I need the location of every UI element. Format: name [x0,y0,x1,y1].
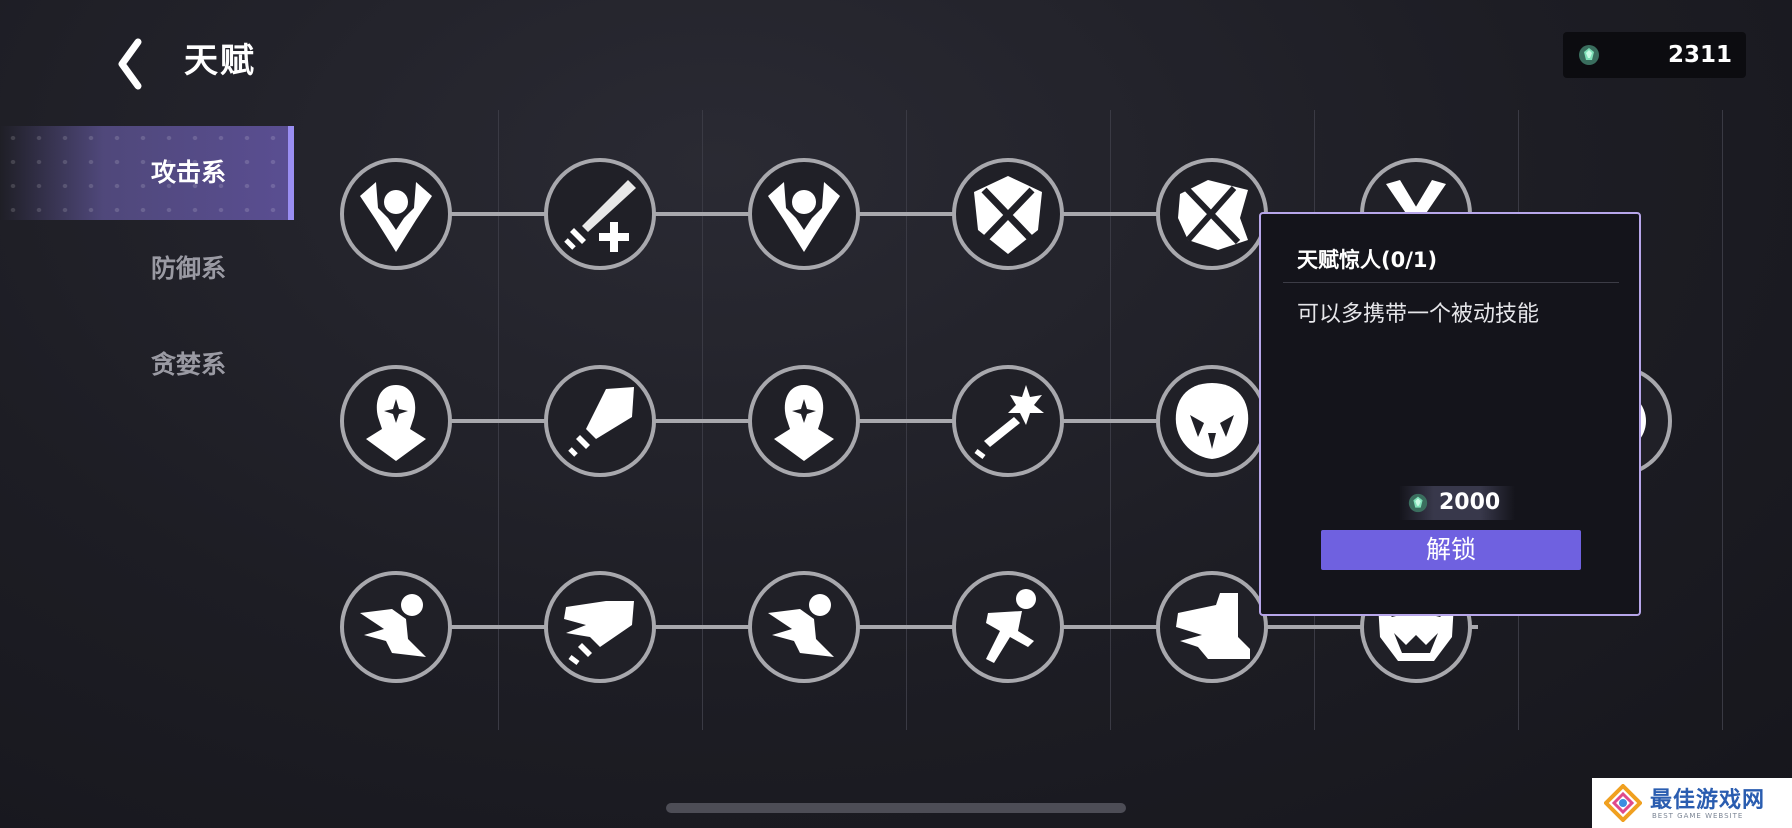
talent-node[interactable] [952,365,1064,477]
home-indicator[interactable] [666,803,1126,813]
tab-greed[interactable]: 贪婪系 [0,318,294,412]
hooded-star-icon [366,385,426,461]
sword-burst-icon [568,387,634,457]
speed-boot-icon [1176,593,1250,659]
green-gem-icon [1579,45,1599,65]
sword-plus-icon [564,180,636,252]
talent-node[interactable] [1156,158,1268,270]
column-divider [1722,110,1723,730]
tooltip-title: 天赋惊人(0/1) [1297,248,1438,272]
currency-display: 2311 [1563,32,1746,78]
watermark-text: 最佳游戏网 [1650,788,1766,813]
unlock-button[interactable]: 解锁 [1321,530,1581,570]
tab-label: 防御系 [151,254,227,283]
currency-value: 2311 [1667,42,1732,68]
talent-node[interactable] [340,571,452,683]
sprinter-icon [986,589,1036,663]
row-connector [396,212,1478,216]
tab-label: 贪婪系 [151,350,227,379]
hooded-star-icon [774,385,834,461]
green-gem-icon [1408,493,1428,513]
fanged-mouth-icon [1378,603,1454,661]
watermark: 最佳游戏网 BEST GAME WEBSITE [1592,778,1792,828]
tab-defense[interactable]: 防御系 [0,222,294,316]
row-connector [396,625,1478,629]
tab-attack[interactable]: 攻击系 [0,126,294,220]
talent-node[interactable] [748,158,860,270]
talent-node[interactable] [748,365,860,477]
talent-node[interactable] [340,365,452,477]
arms-raised-icon [768,182,840,252]
demon-mask-icon [1175,383,1249,459]
dash-runner-icon [768,594,834,657]
talent-node[interactable] [748,571,860,683]
arms-raised-icon [360,182,432,252]
talent-node[interactable] [544,158,656,270]
tooltip-description: 可以多携带一个被动技能 [1297,302,1540,327]
crossed-shield-icon [974,176,1042,254]
talent-tooltip: 天赋惊人(0/1) 可以多携带一个被动技能 2000 解锁 [1259,212,1641,616]
crossed-feather-icon [1178,180,1248,250]
talent-node[interactable] [544,365,656,477]
talent-node[interactable] [1156,365,1268,477]
back-button[interactable] [108,36,152,92]
dash-sword-icon [564,601,634,665]
talent-node[interactable] [340,158,452,270]
site-logo-icon [1604,784,1642,822]
talent-node[interactable] [952,571,1064,683]
talent-node[interactable] [952,158,1064,270]
sword-spark-icon [974,385,1044,459]
page-title: 天赋 [184,41,256,81]
cost-value: 2000 [1439,490,1501,515]
tab-label: 攻击系 [151,158,227,187]
watermark-subtext: BEST GAME WEBSITE [1652,812,1744,820]
dash-runner-icon [360,594,426,657]
chevron-left-icon [118,38,142,90]
talent-node[interactable] [544,571,656,683]
unlock-cost: 2000 [1399,486,1515,520]
talent-node[interactable] [1156,571,1268,683]
tooltip-divider [1283,282,1619,283]
